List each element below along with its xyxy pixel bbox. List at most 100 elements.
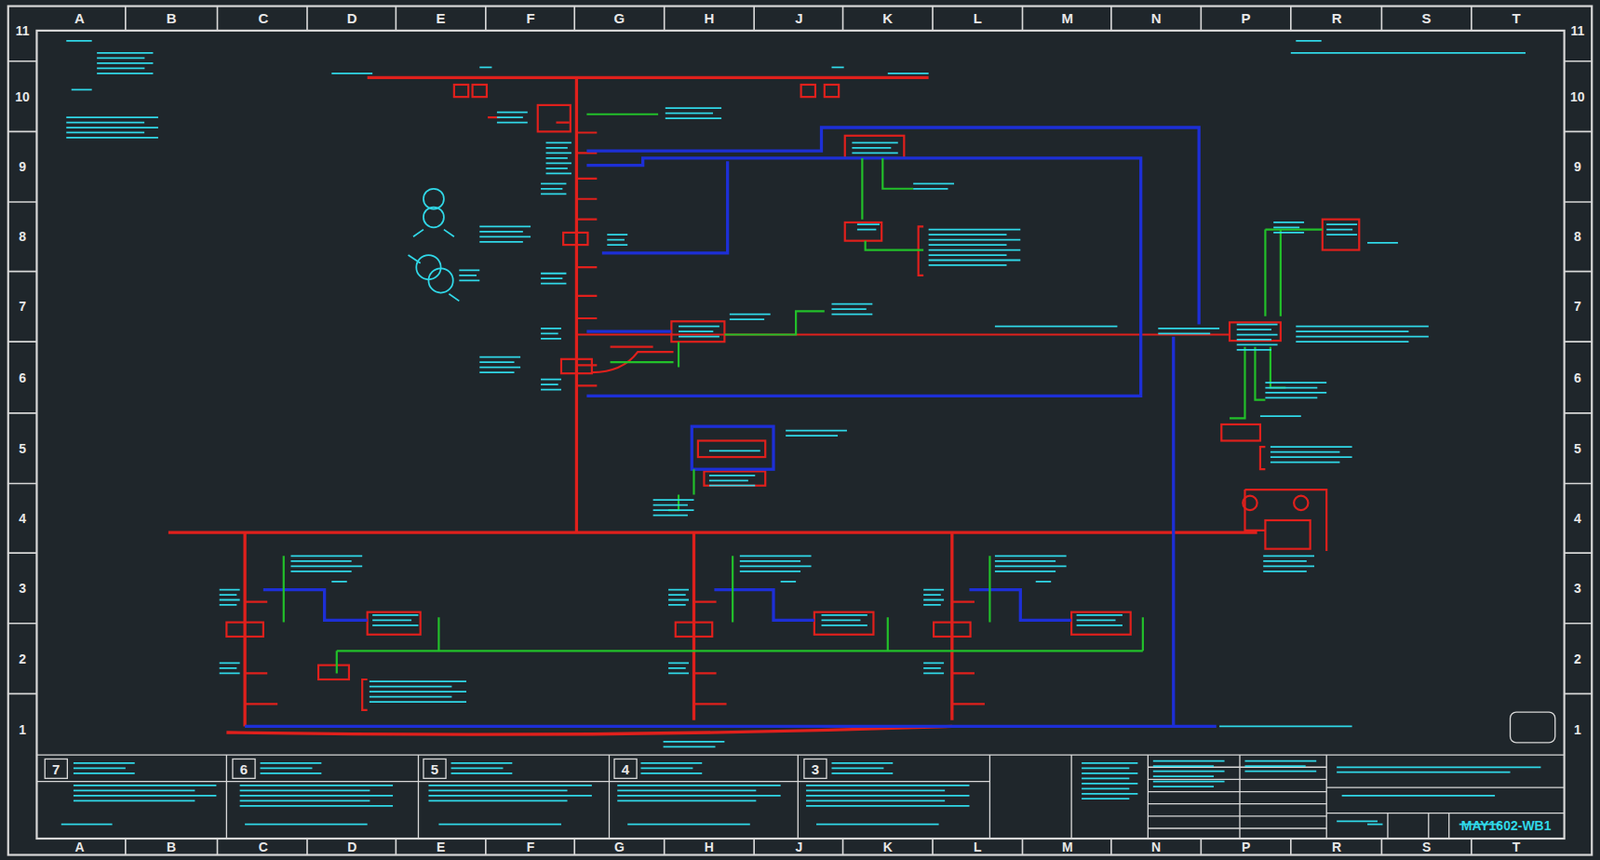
- grid-number: 9: [1573, 159, 1582, 175]
- grid-number: 2: [1573, 652, 1582, 666]
- drawing-number: MAY1602-WB1: [1461, 819, 1552, 833]
- grid-number: 11: [1570, 24, 1585, 38]
- grid-letter: P: [1241, 9, 1251, 26]
- grid-letter: A: [74, 840, 84, 854]
- grid-number: 7: [18, 299, 27, 313]
- grid-number: 1: [18, 722, 27, 738]
- grid-letter: C: [257, 10, 269, 25]
- grid-letter: D: [347, 9, 358, 26]
- grid-letter: K: [882, 10, 893, 25]
- grid-letter: K: [883, 840, 893, 854]
- grid-letter: M: [1061, 9, 1074, 26]
- grid-number: 9: [18, 160, 27, 174]
- revision-number: 7: [52, 760, 60, 777]
- grid-letter: L: [973, 9, 982, 26]
- grid-number: 9: [1573, 160, 1582, 174]
- grid-number: 5: [18, 441, 27, 457]
- grid-letter: N: [1151, 9, 1162, 26]
- grid-number: 7: [1573, 299, 1582, 313]
- grid-letter: E: [436, 9, 446, 26]
- grid-number: 10: [14, 89, 30, 105]
- grid-number: 3: [1573, 581, 1582, 595]
- grid-letter: P: [1241, 839, 1251, 855]
- revision-number: 3: [811, 761, 820, 776]
- grid-number: 1: [18, 723, 27, 737]
- grid-letter: D: [347, 839, 357, 855]
- revision-number: 5: [430, 760, 439, 777]
- grid-letter: D: [347, 840, 357, 854]
- grid-letter: R: [1331, 839, 1342, 855]
- grid-number: 6: [18, 371, 27, 385]
- grid-letter: A: [74, 839, 84, 855]
- grid-number: 6: [18, 370, 27, 386]
- grid-number: 4: [1573, 511, 1582, 525]
- grid-letter: B: [166, 839, 176, 855]
- drawing-number: MAY1602-WB1: [1461, 818, 1552, 834]
- grid-letter: M: [1062, 840, 1074, 854]
- grid-number: 10: [14, 90, 30, 104]
- fine-print-marks: [61, 40, 1542, 825]
- grid-letter: S: [1422, 839, 1431, 855]
- grid-number: 4: [1573, 510, 1582, 526]
- grid-letter: B: [166, 9, 177, 26]
- revision-number: 6: [240, 761, 248, 776]
- grid-number: 8: [18, 229, 27, 243]
- grid-letter: N: [1151, 10, 1162, 25]
- grid-number: 11: [15, 24, 30, 38]
- grid-letter: P: [1241, 10, 1251, 25]
- grid-letter: J: [794, 9, 803, 26]
- grid-letter: S: [1422, 9, 1432, 26]
- grid-letter: C: [258, 839, 269, 855]
- grid-letter: C: [258, 840, 269, 854]
- grid-number: 8: [18, 228, 27, 244]
- grid-number: 1: [1573, 723, 1582, 737]
- grid-letter: R: [1331, 9, 1343, 26]
- revision-number: 4: [621, 761, 630, 776]
- grid-letter: E: [436, 10, 446, 25]
- grid-letter: M: [1061, 10, 1074, 25]
- grid-letter: T: [1512, 840, 1521, 854]
- grid-letter: R: [1331, 840, 1342, 854]
- grid-letter: G: [614, 9, 626, 26]
- grid-number: 2: [1573, 651, 1582, 667]
- grid-number: 1: [1573, 722, 1582, 738]
- grid-letter: J: [794, 839, 803, 855]
- grid-letter: H: [704, 840, 714, 854]
- grid-letter: F: [526, 839, 536, 855]
- grid-number: 2: [18, 652, 27, 666]
- grid-number: 5: [1573, 441, 1582, 457]
- grid-letter: T: [1512, 10, 1521, 25]
- grid-number: 11: [15, 23, 30, 39]
- grid-letter: E: [436, 839, 445, 855]
- grid-letter: H: [704, 839, 714, 855]
- grid-letter: K: [883, 839, 893, 855]
- grid-number: 8: [1573, 229, 1582, 243]
- grid-number: 11: [1570, 23, 1585, 39]
- grid-number: 4: [18, 511, 27, 525]
- grid-letter: N: [1151, 839, 1161, 855]
- grid-letter: L: [973, 10, 982, 25]
- grid-letter: A: [74, 10, 85, 25]
- grid-letter: T: [1512, 839, 1521, 855]
- grid-letter: K: [882, 9, 893, 26]
- revision-number: 5: [430, 761, 439, 776]
- grid-letter: F: [525, 9, 535, 26]
- grid-number: 6: [1573, 371, 1582, 385]
- revision-number: 6: [240, 760, 248, 777]
- grid-letter: L: [973, 839, 982, 855]
- grid-letter: R: [1331, 10, 1343, 25]
- grid-number: 7: [1573, 298, 1582, 314]
- grid-number: 5: [18, 442, 27, 456]
- grid-letter: A: [74, 9, 85, 26]
- grid-letter: S: [1422, 840, 1431, 854]
- grid-number: 7: [18, 298, 27, 314]
- grid-number: 10: [1570, 90, 1586, 104]
- grid-letter: C: [257, 9, 269, 26]
- grid-number: 4: [18, 510, 27, 526]
- grid-letter: J: [794, 10, 803, 25]
- grid-letter: J: [794, 840, 803, 854]
- grid-number: 6: [1573, 370, 1582, 386]
- grid-letter: F: [526, 840, 536, 854]
